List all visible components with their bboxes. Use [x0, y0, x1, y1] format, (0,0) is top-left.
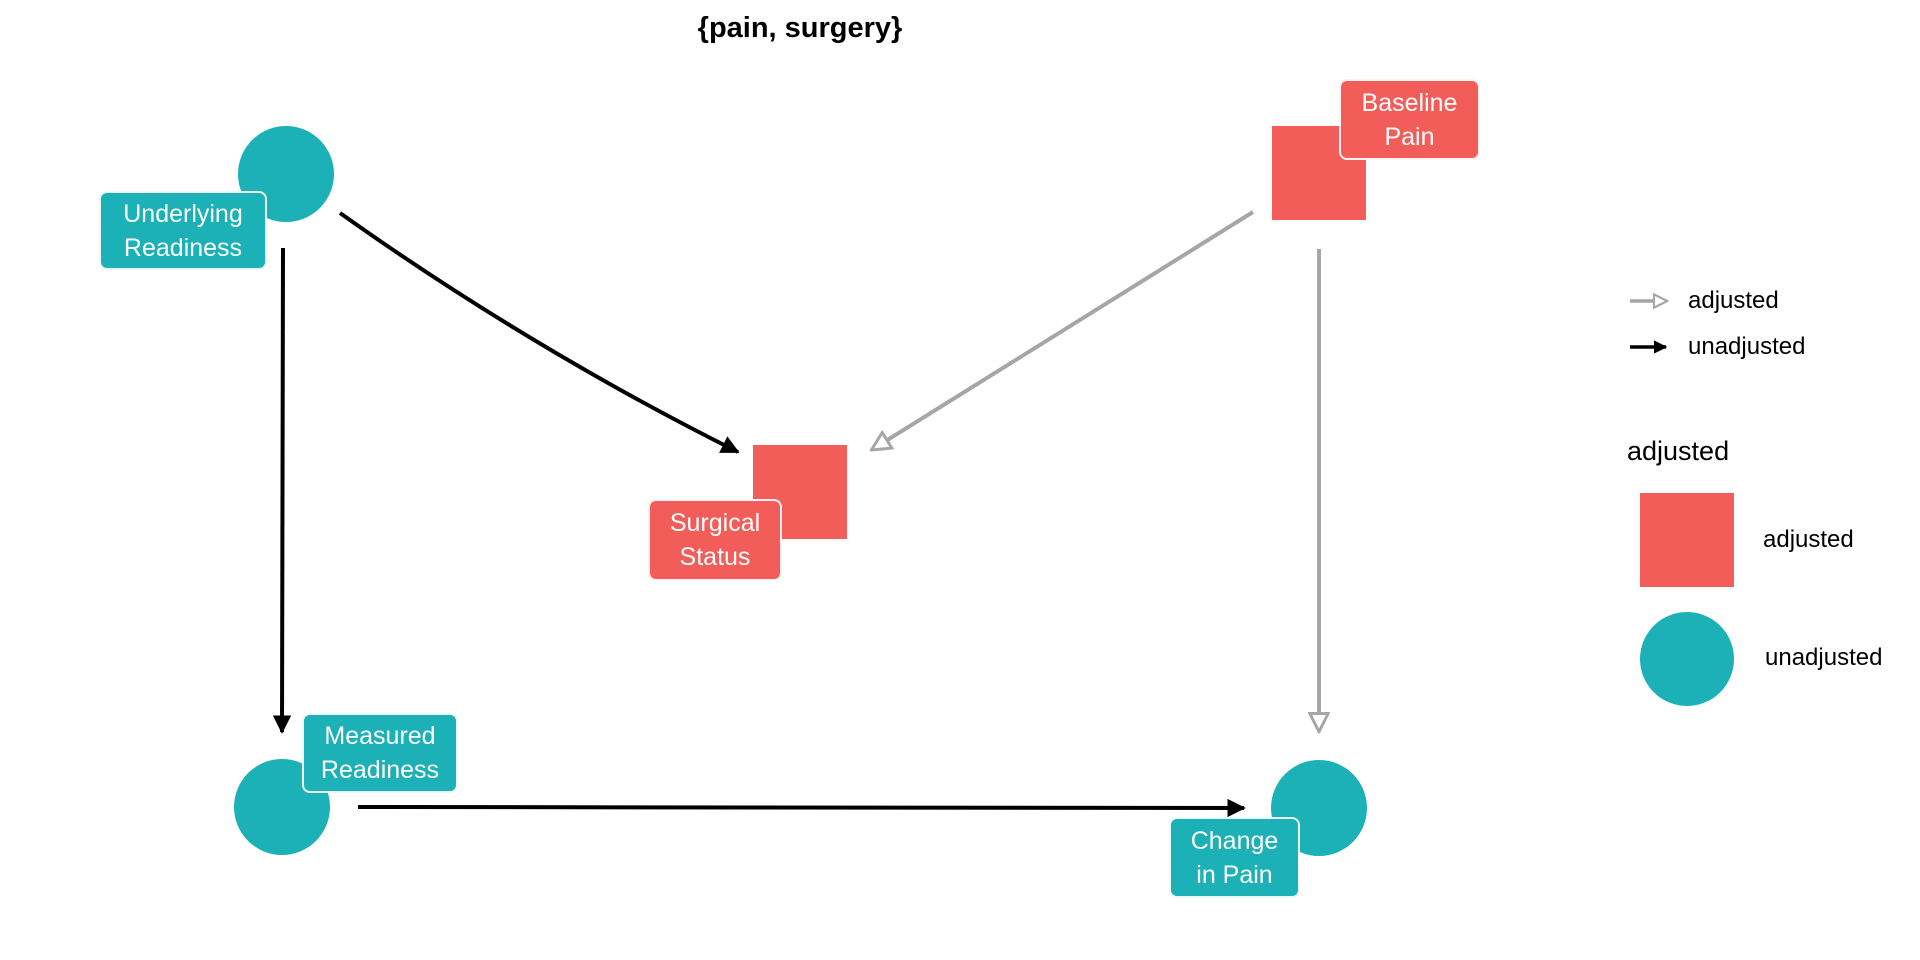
edge-legend-row-unadjusted: unadjusted [1628, 334, 1805, 360]
shape-legend-unadjusted-label: unadjusted [1765, 644, 1883, 671]
node-label-baseline-pain: Baseline Pain [1339, 79, 1480, 160]
shape-legend-title: adjusted [1627, 436, 1730, 466]
node-label-measured-readiness: Measured Readiness [302, 713, 458, 793]
edge-underlying-readiness-to-measured-readiness [272, 247, 292, 734]
node-label-change-in-pain: Change in Pain [1169, 817, 1300, 898]
edge-legend-row-adjusted: adjusted [1628, 288, 1779, 314]
adjusted-square-swatch-icon [1640, 493, 1734, 587]
plot-title: {pain, surgery} [697, 12, 903, 44]
adjusted-arrow-icon [1630, 289, 1678, 313]
edge-measured-readiness-to-change-in-pain [357, 798, 1246, 818]
edge-legend-adjusted-label: adjusted [1688, 287, 1779, 314]
node-label-underlying-readiness: Underlying Readiness [99, 191, 267, 270]
shape-legend-adjusted-label: adjusted [1763, 526, 1854, 553]
node-label-surgical-status: Surgical Status [648, 499, 782, 581]
unadjusted-arrow-icon [1630, 340, 1668, 354]
unadjusted-circle-swatch-icon [1640, 612, 1734, 706]
edge-legend-unadjusted-label: unadjusted [1688, 333, 1806, 360]
edge-underlying-readiness-to-surgical-status [338, 211, 740, 454]
edge-baseline-pain-to-surgical-status [873, 210, 1255, 449]
